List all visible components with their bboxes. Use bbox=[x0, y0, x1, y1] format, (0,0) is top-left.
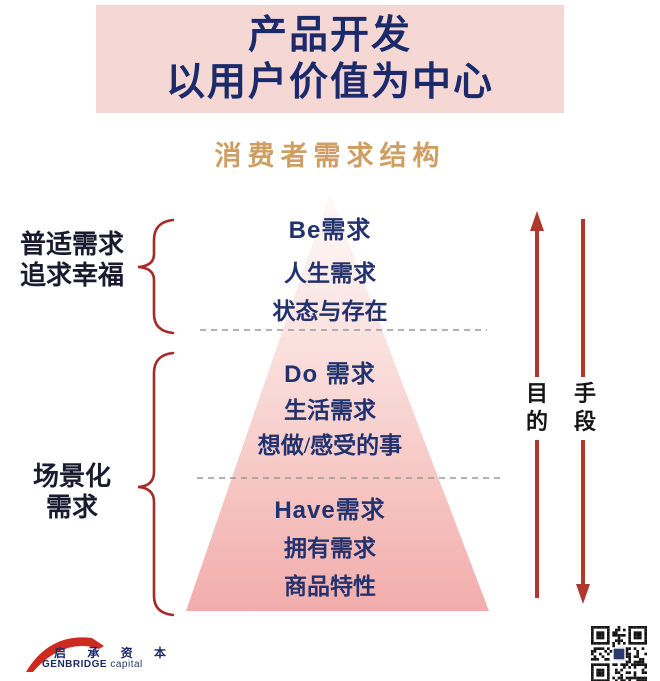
pyramid-be-line2: 人生需求 bbox=[284, 261, 376, 286]
pyramid-do-line2: 生活需求 bbox=[284, 398, 376, 423]
pyramid-shape bbox=[186, 193, 489, 611]
title-banner: 产品开发 以用户价值为中心 bbox=[96, 5, 564, 113]
logo-en-light: capital bbox=[110, 659, 143, 670]
qr-code bbox=[591, 626, 647, 681]
pyramid-have-line2: 拥有需求 bbox=[284, 536, 376, 561]
brace-scenario-needs bbox=[137, 351, 175, 617]
logo-en-bold: GENBRIDGE bbox=[42, 659, 108, 670]
purpose-arrow-head bbox=[530, 211, 544, 231]
label-purpose: 目的 bbox=[525, 381, 548, 434]
label-scenario-needs-line2: 需求 bbox=[45, 493, 98, 522]
pyramid-be-title: Be需求 bbox=[288, 217, 372, 244]
means-arrow-head bbox=[576, 584, 590, 604]
label-universal-needs-line2: 追求幸福 bbox=[19, 261, 124, 290]
label-scenario-needs-line1: 场景化 bbox=[32, 462, 111, 491]
label-scenario-needs: 场景化 需求 bbox=[2, 461, 142, 523]
label-universal-needs-line1: 普适需求 bbox=[19, 230, 124, 259]
pyramid-have-title: Have需求 bbox=[274, 497, 386, 524]
pyramid-be-line3: 状态与存在 bbox=[272, 299, 388, 324]
logo-chinese-name: 启 承 资 本 bbox=[54, 646, 176, 660]
logo-english-name: GENBRIDGE capital bbox=[42, 659, 143, 670]
brace-universal-needs bbox=[137, 218, 175, 335]
title-line-1: 产品开发 bbox=[247, 14, 412, 57]
label-means: 手段 bbox=[573, 381, 596, 434]
diagram-subtitle: 消费者需求结构 bbox=[214, 141, 446, 171]
logo-bridge-arc-icon bbox=[26, 637, 104, 672]
title-line-2: 以用户价值为中心 bbox=[165, 61, 494, 104]
pyramid-have-line3: 商品特性 bbox=[284, 574, 376, 599]
pyramid-do-line3: 想做/感受的事 bbox=[257, 433, 403, 458]
pyramid-do-title: Do 需求 bbox=[284, 361, 376, 388]
label-universal-needs: 普适需求 追求幸福 bbox=[2, 229, 142, 291]
